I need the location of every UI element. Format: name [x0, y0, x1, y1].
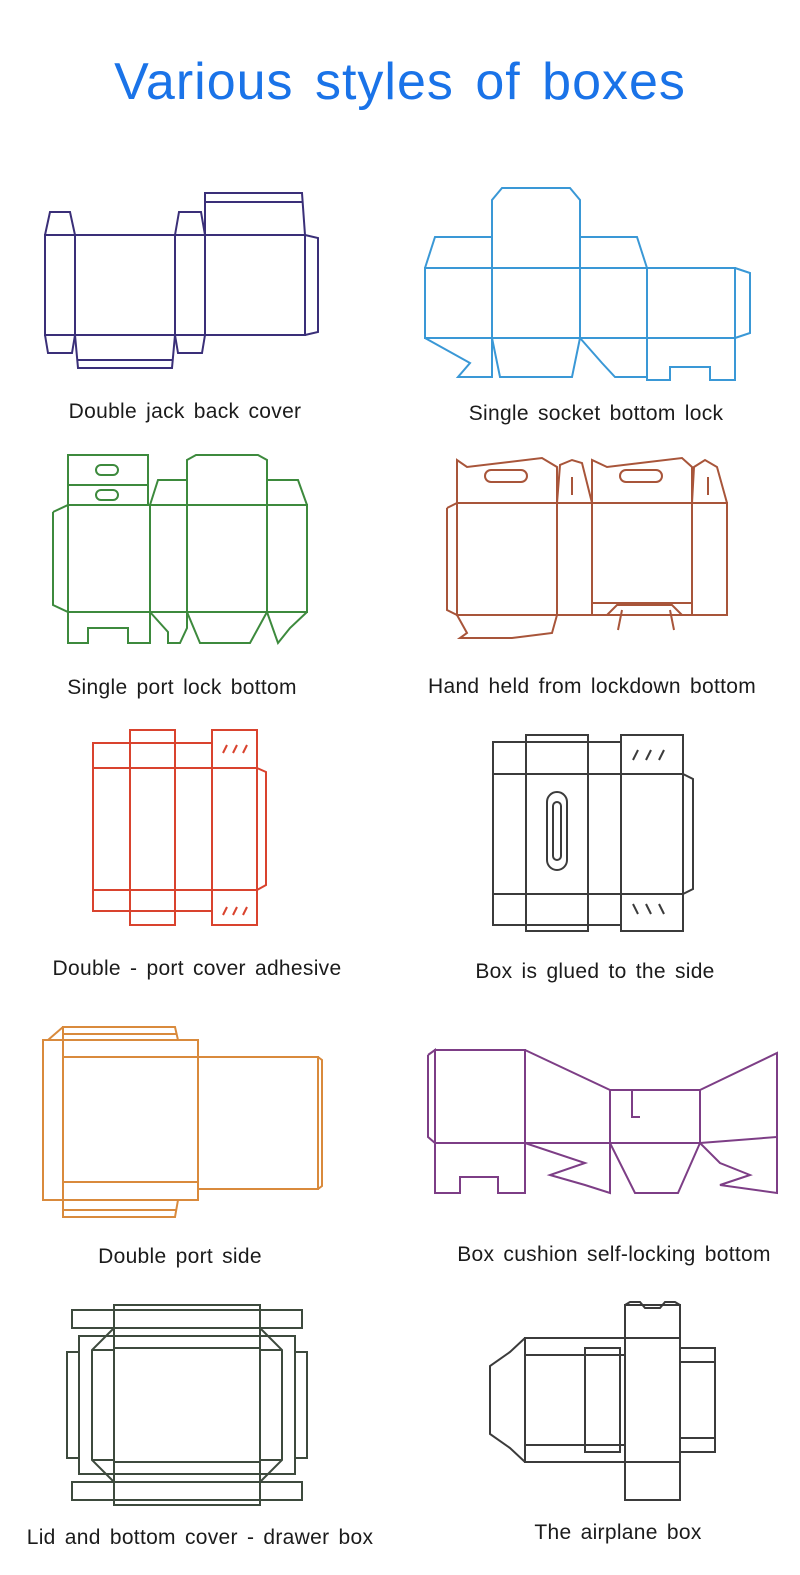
diagram-double-port-cover-adhesive [90, 725, 270, 930]
caption-double-jack-back-cover: Double jack back cover [68, 400, 302, 423]
diagram-double-jack-back-cover [40, 190, 325, 380]
box-dieline-3 [52, 454, 308, 646]
diagram-airplane-box [485, 1300, 720, 1505]
caption-box-glued-side: Box is glued to the side [475, 960, 715, 983]
caption-drawer-box: Lid and bottom cover - drawer box [26, 1526, 374, 1549]
caption-double-port-cover-adhesive: Double - port cover adhesive [52, 957, 342, 980]
box-dieline-7 [42, 1026, 323, 1218]
caption-hand-held-lockdown-bottom: Hand held from lockdown bottom [428, 675, 756, 698]
page-title: Various styles of boxes [114, 53, 686, 111]
box-dieline-5 [92, 729, 267, 926]
diagram-single-port-lock-bottom [50, 450, 312, 648]
diagram-single-socket-bottom-lock [420, 185, 755, 385]
diagram-drawer-box [62, 1300, 312, 1510]
caption-single-port-lock-bottom: Single port lock bottom [67, 676, 297, 699]
box-dieline-8 [427, 1048, 778, 1195]
caption-single-socket-bottom-lock: Single socket bottom lock [468, 402, 724, 425]
box-dieline-10 [489, 1301, 716, 1501]
caption-double-port-side: Double port side [98, 1245, 262, 1268]
box-dieline-6 [492, 734, 694, 932]
caption-airplane-box: The airplane box [534, 1521, 702, 1544]
diagram-hand-held-lockdown-bottom [442, 455, 732, 647]
box-dieline-9 [66, 1304, 308, 1506]
box-dieline-1 [44, 192, 319, 369]
caption-box-cushion-self-locking: Box cushion self-locking bottom [457, 1243, 771, 1266]
diagram-box-cushion-self-locking [420, 1045, 785, 1200]
box-dieline-4 [446, 456, 728, 639]
box-dieline-2 [424, 187, 751, 381]
diagram-double-port-side [40, 1022, 326, 1222]
diagram-box-glued-side [488, 732, 698, 932]
